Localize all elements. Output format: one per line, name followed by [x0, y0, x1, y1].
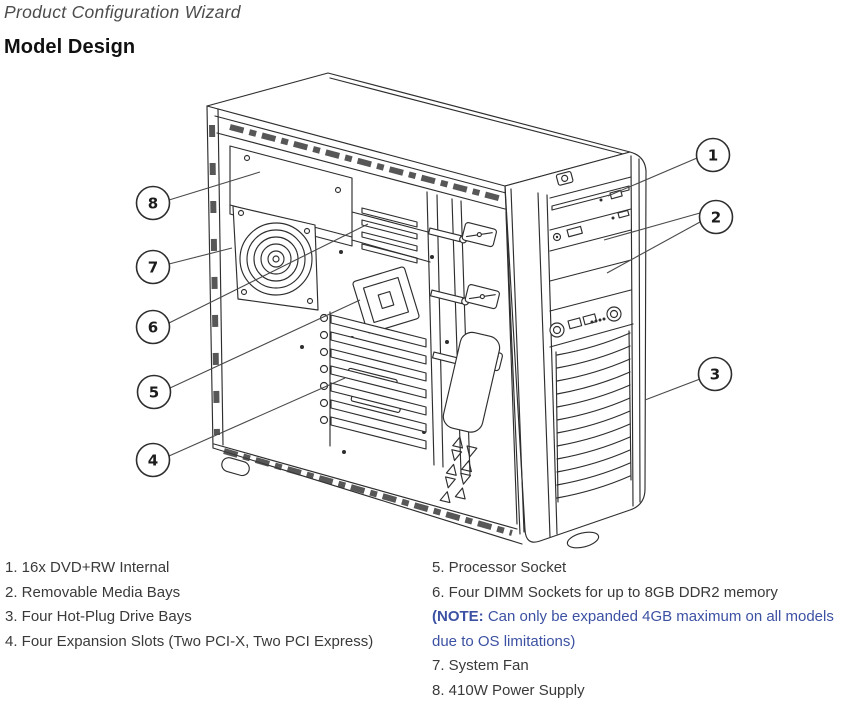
svg-text:6: 6	[148, 319, 158, 337]
callout-6: 6	[137, 311, 170, 344]
front-foot	[566, 529, 600, 550]
legend-note-text: Can only be expanded 4GB maximum on all …	[432, 608, 834, 650]
front-bezel	[505, 152, 646, 551]
drive-cage	[428, 199, 517, 524]
legend-item-3: 3. Four Hot-Plug Drive Bays	[5, 605, 425, 630]
legend-item-7: 7. System Fan	[432, 654, 834, 679]
callout-1: 1	[697, 139, 730, 172]
svg-text:2: 2	[711, 209, 721, 227]
legend-column-left: 1. 16x DVD+RW Internal 2. Removable Medi…	[5, 556, 425, 654]
svg-text:5: 5	[149, 384, 159, 402]
vent-triangles	[440, 436, 478, 506]
svg-text:7: 7	[148, 259, 158, 277]
callout-8: 8	[137, 187, 170, 220]
callout-3: 3	[699, 358, 732, 391]
callout-7: 7	[137, 251, 170, 284]
callout-2: 2	[700, 201, 733, 234]
expansion-slots	[321, 312, 427, 449]
legend-item-5: 5. Processor Socket	[432, 556, 834, 581]
legend-note-prefix: (NOTE:	[432, 608, 484, 625]
svg-text:8: 8	[148, 195, 158, 213]
legend-item-4: 4. Four Expansion Slots (Two PCI-X, Two …	[5, 630, 425, 655]
legend-item-8: 8. 410W Power Supply	[432, 679, 834, 703]
svg-text:4: 4	[148, 452, 158, 470]
legend-item-2: 2. Removable Media Bays	[5, 581, 425, 606]
callout-5: 5	[138, 376, 171, 409]
svg-text:3: 3	[710, 366, 720, 384]
legend-note: (NOTE: Can only be expanded 4GB maximum …	[432, 605, 834, 654]
svg-text:1: 1	[708, 147, 718, 165]
callout-4: 4	[137, 444, 170, 477]
legend-column-right: 5. Processor Socket 6. Four DIMM Sockets…	[432, 556, 834, 703]
legend-item-6: 6. Four DIMM Sockets for up to 8GB DDR2 …	[432, 581, 834, 606]
legend-item-1: 1. 16x DVD+RW Internal	[5, 556, 425, 581]
